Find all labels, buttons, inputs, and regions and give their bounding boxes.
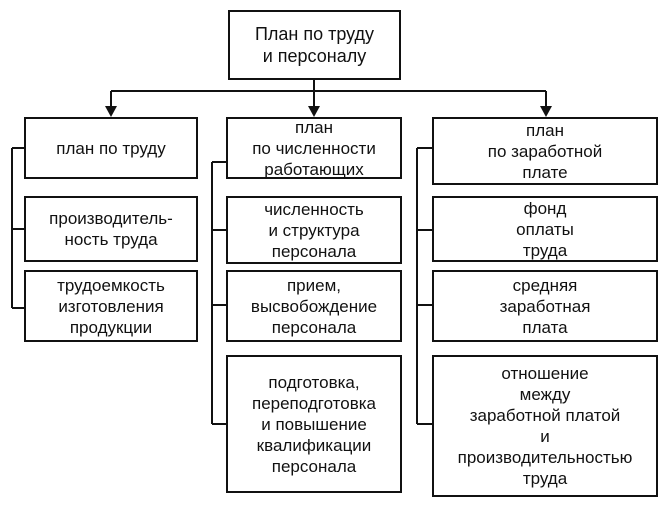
item-headcount-structure: численность и структура персонала	[226, 196, 402, 264]
header-labor-plan: план по труду	[24, 117, 198, 179]
header-headcount-plan: план по численности работающих	[226, 117, 402, 179]
item-training: подготовка, переподготовка и повышение к…	[226, 355, 402, 493]
arrow-right	[540, 106, 552, 117]
item-wage-productivity-ratio: отношение между заработной платой и прои…	[432, 355, 658, 497]
item-wage-fund: фонд оплаты труда	[432, 196, 658, 262]
arrow-center	[308, 106, 320, 117]
item-labor-intensity: трудоемкость изготовления продукции	[24, 270, 198, 342]
item-hiring-release: прием, высвобождение персонала	[226, 270, 402, 342]
header-wage-plan: план по заработной плате	[432, 117, 658, 185]
item-average-wage: средняя заработная плата	[432, 270, 658, 342]
root-node: План по труду и персоналу	[228, 10, 401, 80]
arrow-left	[105, 106, 117, 117]
item-labor-productivity: производитель- ность труда	[24, 196, 198, 262]
